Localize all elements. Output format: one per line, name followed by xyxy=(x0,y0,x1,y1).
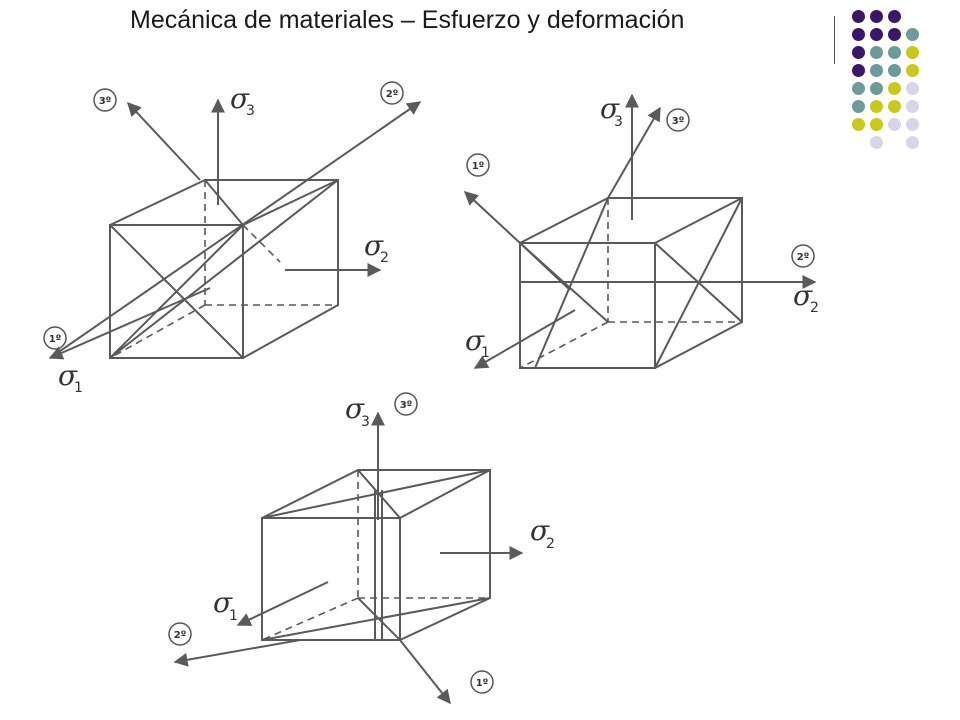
decor-dot xyxy=(852,64,865,77)
decor-dot xyxy=(906,82,919,95)
slide-title: Mecánica de materiales – Esfuerzo y defo… xyxy=(130,6,685,34)
decor-dot xyxy=(870,10,883,23)
cube-3 xyxy=(173,411,524,705)
decor-dot xyxy=(870,136,883,149)
dir1-circle xyxy=(43,326,67,350)
decor-dot xyxy=(906,64,919,77)
sigma2-subscript: 2 xyxy=(546,536,555,552)
decor-dot xyxy=(888,46,901,59)
dir3-circle xyxy=(93,88,117,112)
decor-dot xyxy=(906,46,919,59)
decor-dot xyxy=(888,28,901,41)
cube-3-labels: σ 3 σ 2 σ 1 3º 2º 1º xyxy=(168,392,555,694)
decor-dot xyxy=(852,118,865,131)
sigma2-label: σ xyxy=(793,279,813,312)
sigma3-subscript: 3 xyxy=(361,414,370,430)
sigma2-subscript: 2 xyxy=(380,250,389,266)
sigma3-subscript: 3 xyxy=(614,114,623,130)
decor-dot xyxy=(906,100,919,113)
dir1-label: 1º xyxy=(476,678,489,689)
cube-1 xyxy=(48,98,422,360)
dir3-circle xyxy=(666,108,690,132)
sigma1-label: σ xyxy=(465,324,485,357)
decor-dot xyxy=(888,82,901,95)
decor-dot xyxy=(888,64,901,77)
dir2-circle xyxy=(380,81,404,105)
decor-dot xyxy=(852,28,865,41)
dir1-label: 1º xyxy=(472,161,485,172)
sigma3-label: σ xyxy=(230,82,250,115)
decor-dot xyxy=(852,46,865,59)
decor-dot xyxy=(906,136,919,149)
cube-1-labels: σ 3 σ 2 σ 1 3º 2º 1º xyxy=(43,81,404,396)
decor-dot xyxy=(906,28,919,41)
dir1-circle xyxy=(470,670,494,694)
sigma3-subscript: 3 xyxy=(246,103,255,119)
decor-dot xyxy=(852,10,865,23)
dir1-circle xyxy=(466,153,490,177)
decor-dot xyxy=(906,118,919,131)
dir2-label: 2º xyxy=(797,252,810,263)
dir2-label: 2º xyxy=(386,89,399,100)
sigma1-label: σ xyxy=(213,586,233,619)
dir3-label: 3º xyxy=(400,400,413,411)
dir2-circle xyxy=(168,622,192,646)
dir1-label: 1º xyxy=(49,334,62,345)
dir3-circle xyxy=(394,392,418,416)
decor-dot xyxy=(870,118,883,131)
decor-dot xyxy=(888,10,901,23)
dir3-label: 3º xyxy=(672,116,685,127)
sigma1-subscript: 1 xyxy=(74,380,83,396)
sigma2-label: σ xyxy=(364,229,384,262)
decor-dot xyxy=(852,100,865,113)
decor-dot xyxy=(870,28,883,41)
sigma2-subscript: 2 xyxy=(810,300,819,316)
sigma1-subscript: 1 xyxy=(481,345,490,361)
cube-2-labels: σ 3 σ 2 σ 1 3º 2º 1º xyxy=(465,92,819,361)
decor-dot xyxy=(870,82,883,95)
decor-dot xyxy=(888,118,901,131)
sigma1-subscript: 1 xyxy=(229,608,238,624)
dir2-label: 2º xyxy=(174,630,187,641)
decor-dot xyxy=(888,100,901,113)
cube-2 xyxy=(463,93,817,369)
title-divider xyxy=(834,16,835,64)
sigma2-label: σ xyxy=(530,514,550,547)
decor-dot xyxy=(870,46,883,59)
sigma3-label: σ xyxy=(345,392,365,425)
sigma1-label: σ xyxy=(58,359,78,392)
dir2-circle xyxy=(791,244,815,268)
sigma3-label: σ xyxy=(600,92,620,125)
decor-dot xyxy=(870,100,883,113)
decorative-dot-grid xyxy=(852,10,960,160)
dir3-label: 3º xyxy=(99,96,112,107)
decor-dot xyxy=(852,82,865,95)
decor-dot xyxy=(870,64,883,77)
